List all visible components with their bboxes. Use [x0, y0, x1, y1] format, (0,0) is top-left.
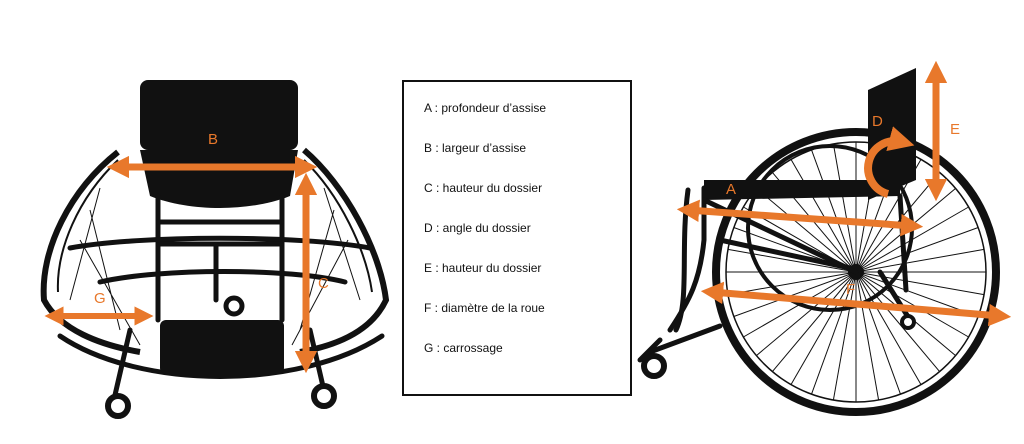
- front-backrest: [140, 80, 298, 150]
- legend-item-f: F : diamètre de la roue: [424, 301, 545, 315]
- side-main-wheel: [712, 128, 1000, 416]
- dimension-label-g: G: [94, 290, 106, 307]
- side-view-wheelchair: A D E F: [637, 60, 1012, 416]
- legend-item-a: A : profondeur d’assise: [424, 101, 547, 115]
- dimension-arrow-f: [700, 281, 1012, 327]
- front-left-wheel: [40, 149, 141, 355]
- dimension-label-b: B: [208, 131, 218, 148]
- legend-box: A : profondeur d’assise B : largeur d’as…: [402, 80, 632, 396]
- front-right-wheel: [299, 147, 390, 355]
- front-casters: [105, 295, 337, 419]
- dimension-label-e: E: [950, 121, 960, 138]
- front-footrest: [160, 320, 284, 374]
- dimension-label-d: D: [872, 113, 883, 130]
- legend-item-d: D : angle du dossier: [424, 221, 531, 235]
- dimension-arrow-d: [864, 126, 915, 198]
- front-view-wheelchair: B C G: [40, 80, 390, 419]
- dimension-label-c: C: [318, 275, 329, 292]
- wheel-spoke: [855, 227, 979, 273]
- legend-item-b: B : largeur d’assise: [424, 141, 527, 155]
- side-seat: [704, 180, 900, 200]
- legend-item-c: C : hauteur du dossier: [424, 181, 543, 195]
- dimension-label-f: F: [846, 281, 855, 298]
- wheel-spoke: [855, 248, 985, 273]
- side-front-caster: [641, 353, 667, 379]
- dimension-arrow-a: [676, 199, 924, 237]
- dimension-label-a: A: [726, 181, 736, 198]
- wheel-spoke: [727, 248, 857, 273]
- legend-item-e: E : hauteur du dossier: [424, 261, 542, 275]
- legend-item-g: G : carrossage: [424, 341, 503, 355]
- side-anti-tip-wheel: [900, 314, 916, 330]
- front-seat: [140, 150, 298, 208]
